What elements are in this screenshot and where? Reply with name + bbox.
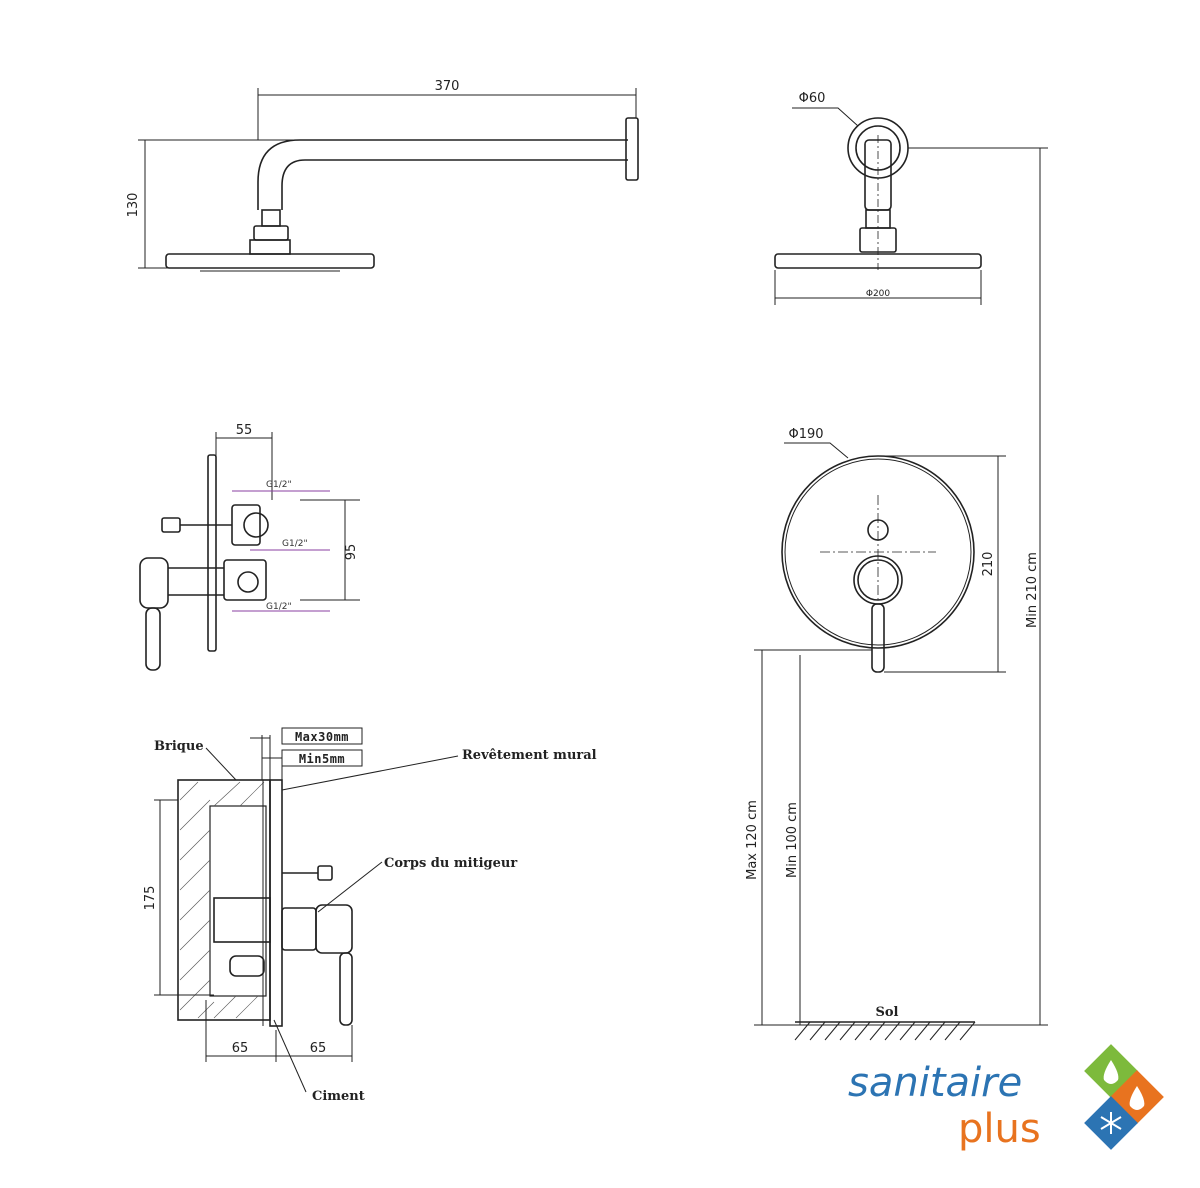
port-label-middle: G1/2" [282,539,308,549]
label-wall-coating: Revêtement mural [462,748,597,763]
dim-min-mixer-height: Min 100 cm [785,802,800,878]
logo-diamond-icon [1084,1044,1164,1150]
dim-min-head-height: Min 210 cm [1025,552,1040,628]
dim-head-diameter: Φ200 [866,289,891,299]
dim-plate-diameter: Φ190 [788,427,823,442]
shower-arm-side-view [138,88,639,272]
shower-head-front-view [774,107,982,305]
label-max-thickness: Max30mm [295,730,349,744]
dim-section-left: 65 [232,1041,249,1056]
dim-max-mixer-height: Max 120 cm [745,800,760,880]
label-mixer-body: Corps du mitigeur [384,856,517,871]
dim-section-right: 65 [310,1041,327,1056]
logo-word-plus: plus [958,1106,1041,1152]
label-brick: Brique [154,739,204,754]
logo-word-sanitaire: sanitaire [848,1060,1022,1106]
dim-mixer-height: 95 [344,544,359,561]
label-cement: Ciment [312,1089,365,1104]
label-min-thickness: Min5mm [299,752,345,766]
mixer-side-view [139,432,360,671]
dim-arm-height: 130 [126,193,141,218]
mixer-plate-front-view [781,442,1006,673]
floor-hatch [794,1021,976,1041]
installation-section [154,727,459,1093]
dim-plate-height: 210 [981,552,996,577]
dim-section-height: 175 [143,886,158,911]
port-label-top: G1/2" [266,480,292,490]
dim-mixer-depth: 55 [236,423,253,438]
floor-label: Sol [876,1005,899,1020]
sanitaire-plus-logo: sanitaire plus [848,1044,1164,1152]
dim-arm-length: 370 [435,79,460,94]
dim-arm-diameter: Φ60 [799,91,826,106]
port-label-bottom: G1/2" [266,602,292,612]
